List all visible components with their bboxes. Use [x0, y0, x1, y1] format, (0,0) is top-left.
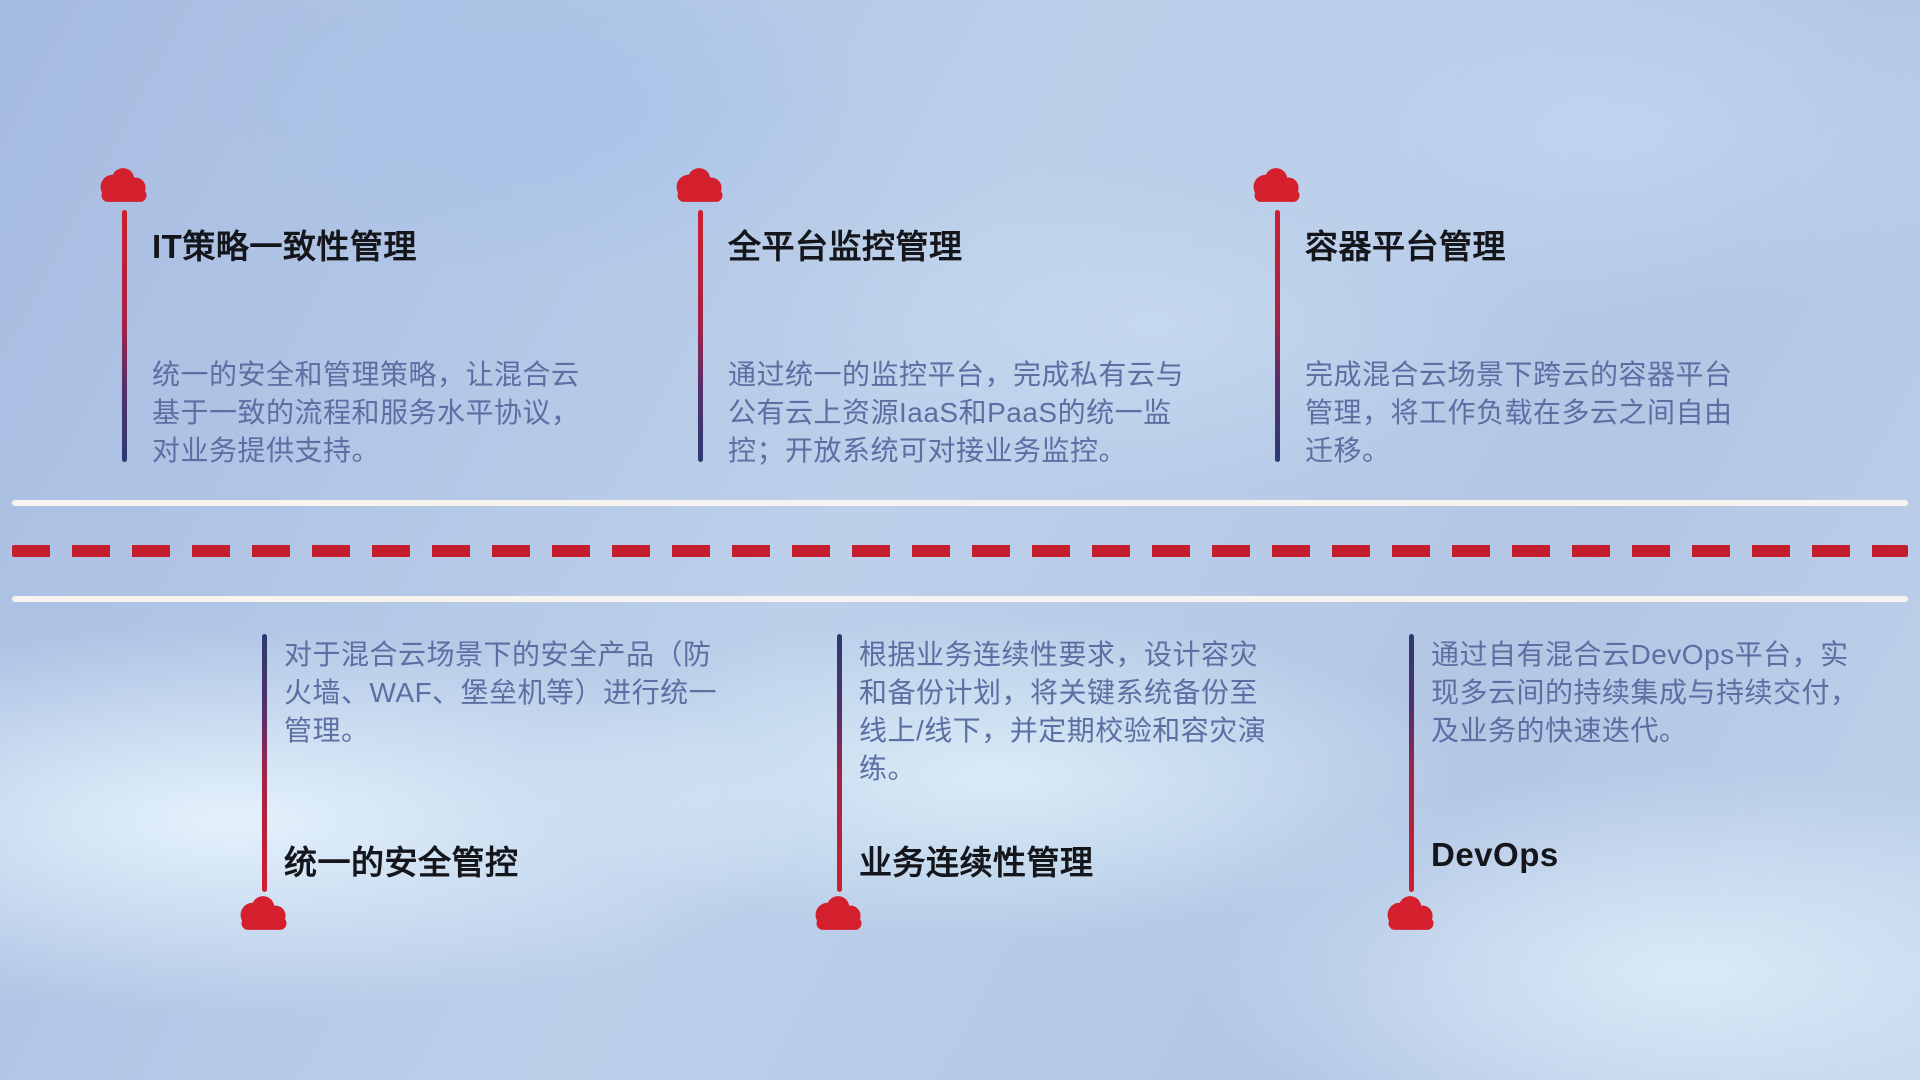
- connector-line: [122, 210, 127, 462]
- cloud-icon: [1253, 168, 1300, 202]
- cloud-icon: [815, 896, 862, 930]
- timeline-track-top: [12, 500, 1908, 506]
- capability-node-devops: 通过自有混合云DevOps平台，实现多云间的持续集成与持续交付，及业务的快速迭代…: [1381, 630, 1920, 970]
- capability-node-monitoring: 全平台监控管理 通过统一的监控平台，完成私有云与公有云上资源IaaS和PaaS的…: [670, 164, 1230, 594]
- capability-title: 业务连续性管理: [859, 844, 1094, 881]
- capability-description: 对于混合云场景下的安全产品（防火墙、WAF、堡垒机等）进行统一管理。: [284, 639, 718, 746]
- connector-line: [698, 210, 703, 462]
- capability-node-container-platform: 容器平台管理 完成混合云场景下跨云的容器平台管理，将工作负载在多云之间自由迁移。: [1247, 164, 1807, 594]
- connector-line: [837, 634, 842, 892]
- capability-description: 完成混合云场景下跨云的容器平台管理，将工作负载在多云之间自由迁移。: [1305, 359, 1733, 466]
- capability-description: 通过自有混合云DevOps平台，实现多云间的持续集成与持续交付，及业务的快速迭代…: [1431, 639, 1859, 746]
- timeline-track-bottom: [12, 596, 1908, 602]
- capability-title: 全平台监控管理: [728, 228, 963, 265]
- cloud-icon: [1387, 896, 1434, 930]
- capability-title: DevOps: [1431, 836, 1559, 873]
- capability-node-it-policy: IT策略一致性管理 统一的安全和管理策略，让混合云基于一致的流程和服务水平协议，…: [94, 164, 654, 594]
- capability-title: 容器平台管理: [1305, 228, 1506, 265]
- cloud-icon: [676, 168, 723, 202]
- connector-line: [1275, 210, 1280, 462]
- capability-node-security-control: 对于混合云场景下的安全产品（防火墙、WAF、堡垒机等）进行统一管理。 统一的安全…: [234, 630, 794, 970]
- connector-line: [1409, 634, 1414, 892]
- timeline-dashed-center-line: [12, 545, 1908, 557]
- capability-description: 统一的安全和管理策略，让混合云基于一致的流程和服务水平协议，对业务提供支持。: [152, 359, 580, 466]
- cloud-icon: [240, 896, 287, 930]
- capability-title: IT策略一致性管理: [152, 228, 417, 265]
- capability-description: 根据业务连续性要求，设计容灾和备份计划，将关键系统备份至线上/线下，并定期校验和…: [859, 639, 1267, 784]
- capability-node-business-continuity: 根据业务连续性要求，设计容灾和备份计划，将关键系统备份至线上/线下，并定期校验和…: [809, 630, 1369, 970]
- cloud-icon: [100, 168, 147, 202]
- capability-title: 统一的安全管控: [284, 844, 519, 881]
- connector-line: [262, 634, 267, 892]
- capability-description: 通过统一的监控平台，完成私有云与公有云上资源IaaS和PaaS的统一监控；开放系…: [728, 359, 1185, 466]
